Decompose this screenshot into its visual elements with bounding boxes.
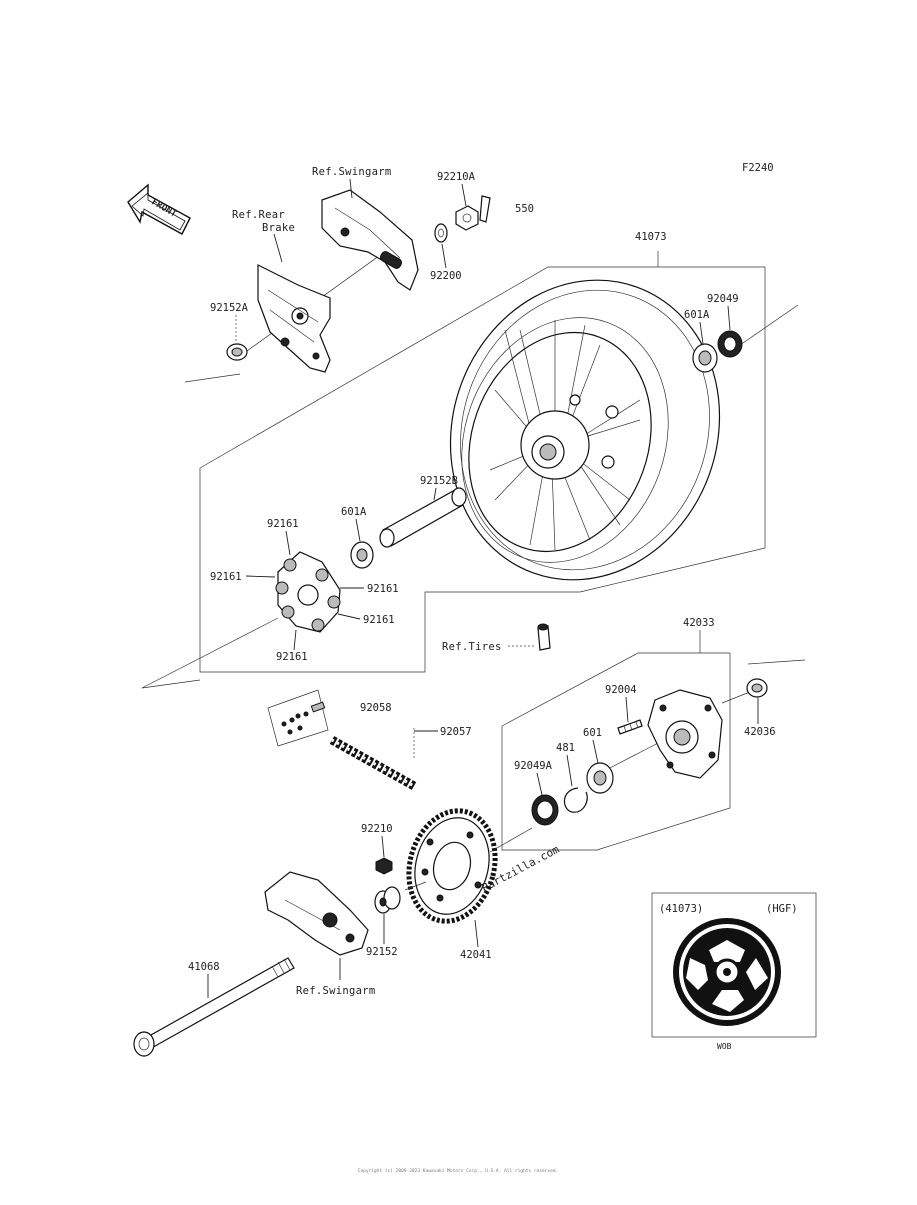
svg-text:92057: 92057 [440,726,472,738]
collar-92152A [226,343,248,361]
inset-part: (41073) [659,903,703,915]
svg-text:92161: 92161 [367,583,399,595]
svg-text:92049: 92049 [707,293,739,305]
ref-rear-brake-2: Brake [262,222,295,234]
swingarm-bottom [264,871,369,956]
bearing-601A-top [692,343,718,373]
nut-92210A [455,205,479,231]
ref-swingarm-top: Ref.Swingarm [312,166,391,178]
stud-92004 [617,719,643,735]
cotter-pin [479,195,491,223]
hub-damper [275,551,341,633]
svg-text:550: 550 [515,203,534,215]
svg-text:92161: 92161 [267,518,299,530]
svg-text:42033: 42033 [683,617,715,629]
svg-text:92210: 92210 [361,823,393,835]
svg-text:92152: 92152 [366,946,398,958]
svg-text:42036: 42036 [744,726,776,738]
svg-text:601A: 601A [341,506,367,518]
collar-42036 [746,678,768,698]
nut-92210 [375,857,393,875]
svg-text:92210A: 92210A [437,171,476,183]
seal-92049A [531,794,559,826]
svg-text:92152A: 92152A [210,302,249,314]
svg-text:92200: 92200 [430,270,462,282]
ref-rear-brake: Ref.Rear [232,209,285,221]
sprocket-hub [647,689,723,779]
ref-swingarm-bottom: Ref.Swingarm [296,985,375,997]
svg-text:92161: 92161 [210,571,242,583]
svg-text:41073: 41073 [635,231,667,243]
svg-text:92004: 92004 [605,684,637,696]
svg-text:92058: 92058 [360,702,392,714]
drive-chain [267,689,417,790]
front-arrow-icon: FRONT [127,183,191,235]
rear-wheel [449,279,721,581]
washer-92200 [434,223,448,243]
collar-92152 [374,886,401,914]
brake-bracket [257,264,331,373]
svg-text:92161: 92161 [276,651,308,663]
variant-inset: (41073) (HGF) WOB [651,892,817,1051]
svg-text:41068: 41068 [188,961,220,973]
seal-92049 [717,330,743,358]
circlip-481 [563,787,588,813]
bearing-601A-mid [350,541,374,569]
wheel-variant-icon [673,918,781,1026]
ref-tires: Ref.Tires [442,641,502,653]
rear-axle [133,957,295,1057]
svg-text:92152B: 92152B [420,475,458,487]
bearing-601 [586,762,614,794]
figure-code: F2240 [742,162,774,174]
inset-variant: (HGF) [766,903,798,915]
svg-text:481: 481 [556,742,575,754]
collar-92152B [379,487,467,548]
copyright-text: Copyright (c) 2009-2023 Kawasaki Motors … [358,1168,558,1174]
svg-text:92049A: 92049A [514,760,553,772]
svg-text:92161: 92161 [363,614,395,626]
rear-sprocket [406,808,498,924]
svg-text:42041: 42041 [460,949,492,961]
svg-text:601A: 601A [684,309,710,321]
valve-stem [537,623,551,651]
inset-caption: WOB [717,1042,732,1051]
swingarm-top [321,189,419,291]
svg-text:601: 601 [583,727,602,739]
hub-group-outline [501,652,731,851]
wheel-group-outline [199,266,766,673]
